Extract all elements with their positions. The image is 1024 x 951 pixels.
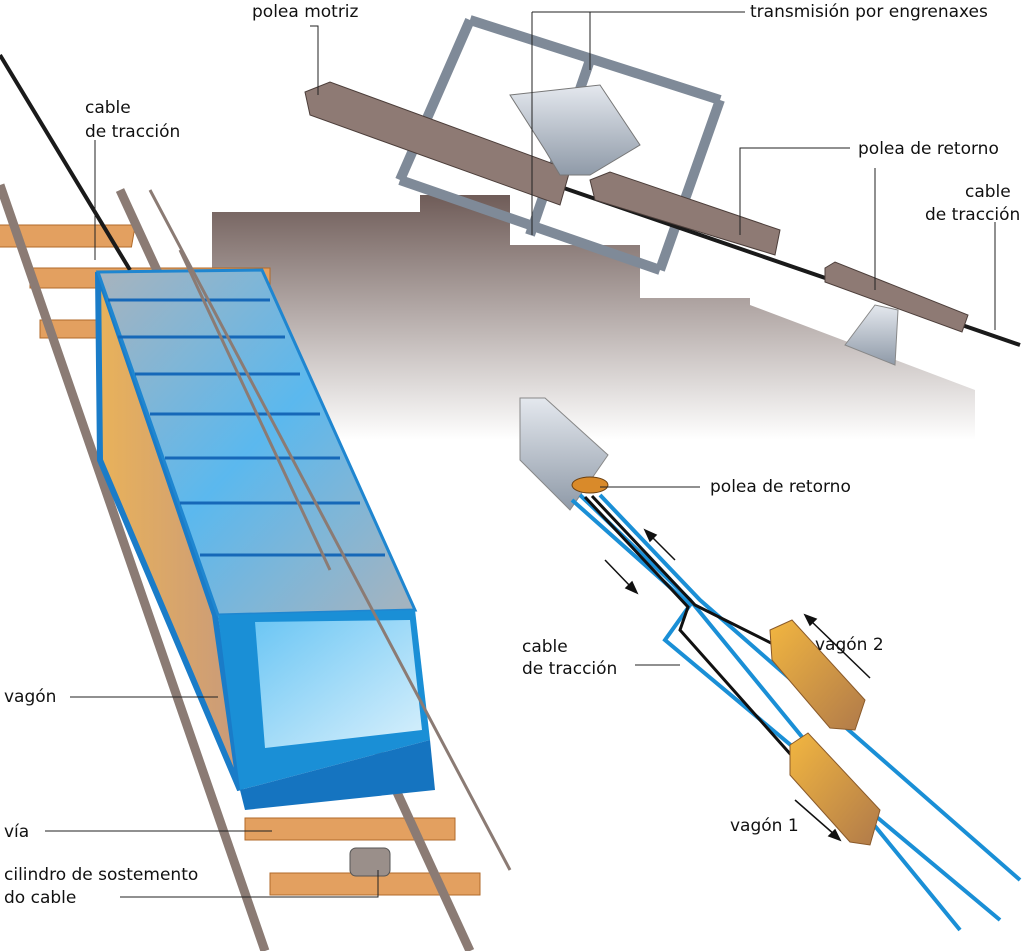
- label-track: vía: [4, 822, 29, 842]
- gear-cone: [509, 84, 641, 176]
- return-pulley-far: [824, 261, 969, 333]
- label-return-pulley-top: polea de retorno: [858, 139, 999, 159]
- label-gear-transmission: transmisión por engrenaxes: [750, 2, 988, 22]
- wagon-1: [789, 732, 881, 846]
- wagon-2: [769, 619, 866, 731]
- haul-cable-left: [0, 53, 132, 272]
- direction-arrows: [604, 528, 871, 842]
- leader-lines: [45, 11, 996, 898]
- car: [95, 189, 512, 871]
- label-cable-roller-2: do cable: [4, 888, 76, 908]
- return-pulley-scheme: [571, 476, 609, 494]
- label-drive-pulley: polea motriz: [252, 2, 359, 22]
- label-car-2: vagón 2: [815, 635, 884, 655]
- car-windshield: [255, 620, 422, 748]
- label-haul-cable-2: de tracción: [85, 122, 180, 142]
- scheme-tracks: [570, 493, 1022, 932]
- drive-pulley: [304, 81, 571, 206]
- label-haul-cable-right-1: cable: [965, 182, 1011, 202]
- label-car: vagón: [4, 687, 56, 707]
- label-haul-cable-1: cable: [85, 98, 131, 118]
- ground-slope: [212, 195, 975, 440]
- label-haul-cable-scheme-2: de tracción: [522, 659, 617, 679]
- label-car-1: vagón 1: [730, 816, 799, 836]
- cable-roller: [349, 847, 391, 877]
- return-pulley-top: [589, 171, 781, 256]
- label-cable-roller-1: cilindro de sostemento: [4, 865, 198, 885]
- pulley-support: [844, 304, 899, 366]
- label-haul-cable-right-2: de tracción: [925, 205, 1020, 225]
- car-bottom: [240, 740, 435, 810]
- label-return-pulley-scheme: polea de retorno: [710, 477, 851, 497]
- label-haul-cable-scheme-1: cable: [522, 637, 568, 657]
